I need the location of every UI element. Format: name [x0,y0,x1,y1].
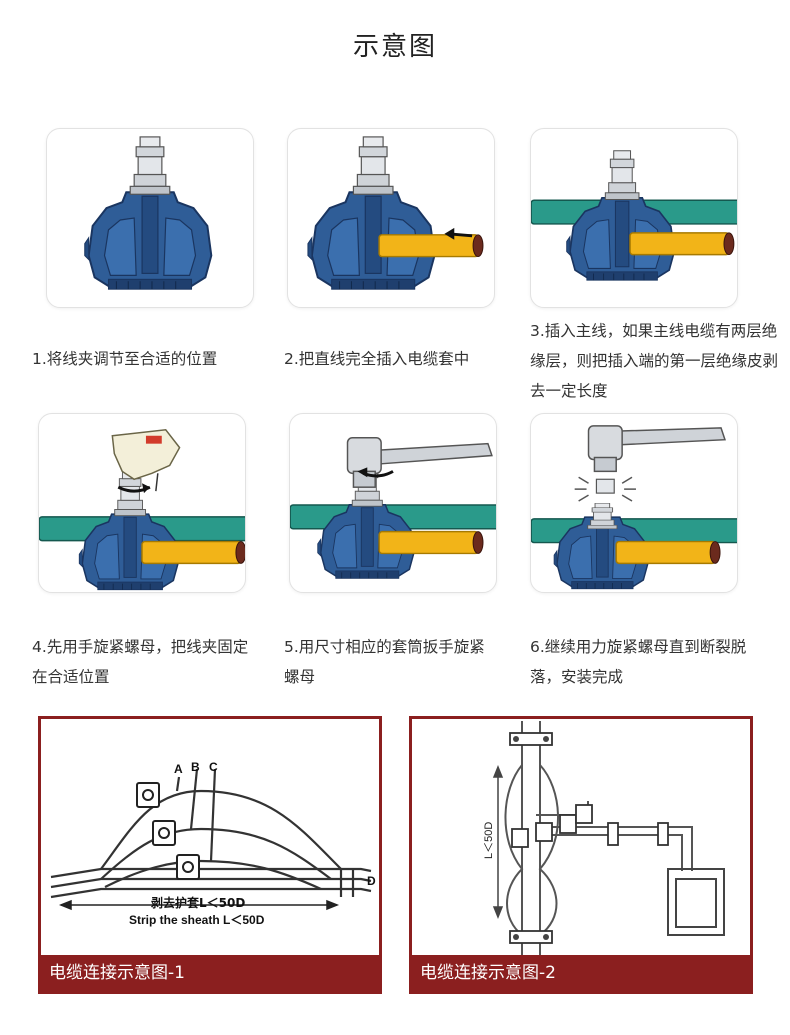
branch-wire [378,234,484,258]
branch-wire [378,530,484,555]
branch-wire [141,540,245,565]
branch-wire [615,540,721,565]
diagram-2-caption: 电缆连接示意图-2 [412,955,750,991]
label-b: B [191,760,200,774]
distribution-box [667,868,725,936]
insert-arrow-icon [444,227,473,240]
clamp-body [83,191,213,291]
label-c: C [209,760,218,774]
step-2-text: 2.把直线完全插入电缆套中 [284,350,470,368]
wrench-icon [587,425,726,473]
connection-diagram-2: L＜50D 电缆连接示意图-2 [409,716,753,994]
strip-label-cn: 剥去护套L＜50D [151,895,245,910]
connector-b [152,820,176,846]
step-4-image [38,413,246,593]
step-2-image [287,128,495,308]
label-a: A [174,762,183,776]
connector-c [176,854,200,880]
length-label: L＜50D [483,822,495,859]
connection-diagram-1: A B C D 剥去护套L＜50D Strip the sheath L＜50D… [38,716,382,994]
page-title: 示意图 [352,32,437,62]
step-1-text: 1.将线夹调节至合适的位置 [32,350,218,368]
connector-a [136,782,160,808]
hand-icon [111,429,181,492]
branch-wire [629,232,735,256]
bolt [587,502,618,530]
bolt [129,136,171,195]
step-1-image [46,128,254,308]
step-6-text: 6.继续用力旋紧螺母直到断裂脱落，安装完成 [530,638,747,686]
step-3-text: 3.插入主线，如果主线电缆有两层绝缘层，则把插入端的第一层绝缘皮剥去一定长度 [530,322,779,400]
wrench-icon [346,436,493,488]
label-d: D [367,874,376,888]
step-4-text: 4.先用手旋紧螺母，把线夹固定在合适位置 [32,638,249,686]
step-5-text: 5.用尺寸相应的套筒扳手旋紧螺母 [284,638,485,686]
step-5-image [289,413,497,593]
diagram-1-caption: 电缆连接示意图-1 [41,955,379,991]
step-3-image [530,128,738,308]
bolt [352,136,394,195]
bolt [604,150,640,201]
step-6-image [530,413,738,593]
strip-label-en: Strip the sheath L＜50D [129,913,265,927]
break-off-nut-icon [574,476,636,502]
